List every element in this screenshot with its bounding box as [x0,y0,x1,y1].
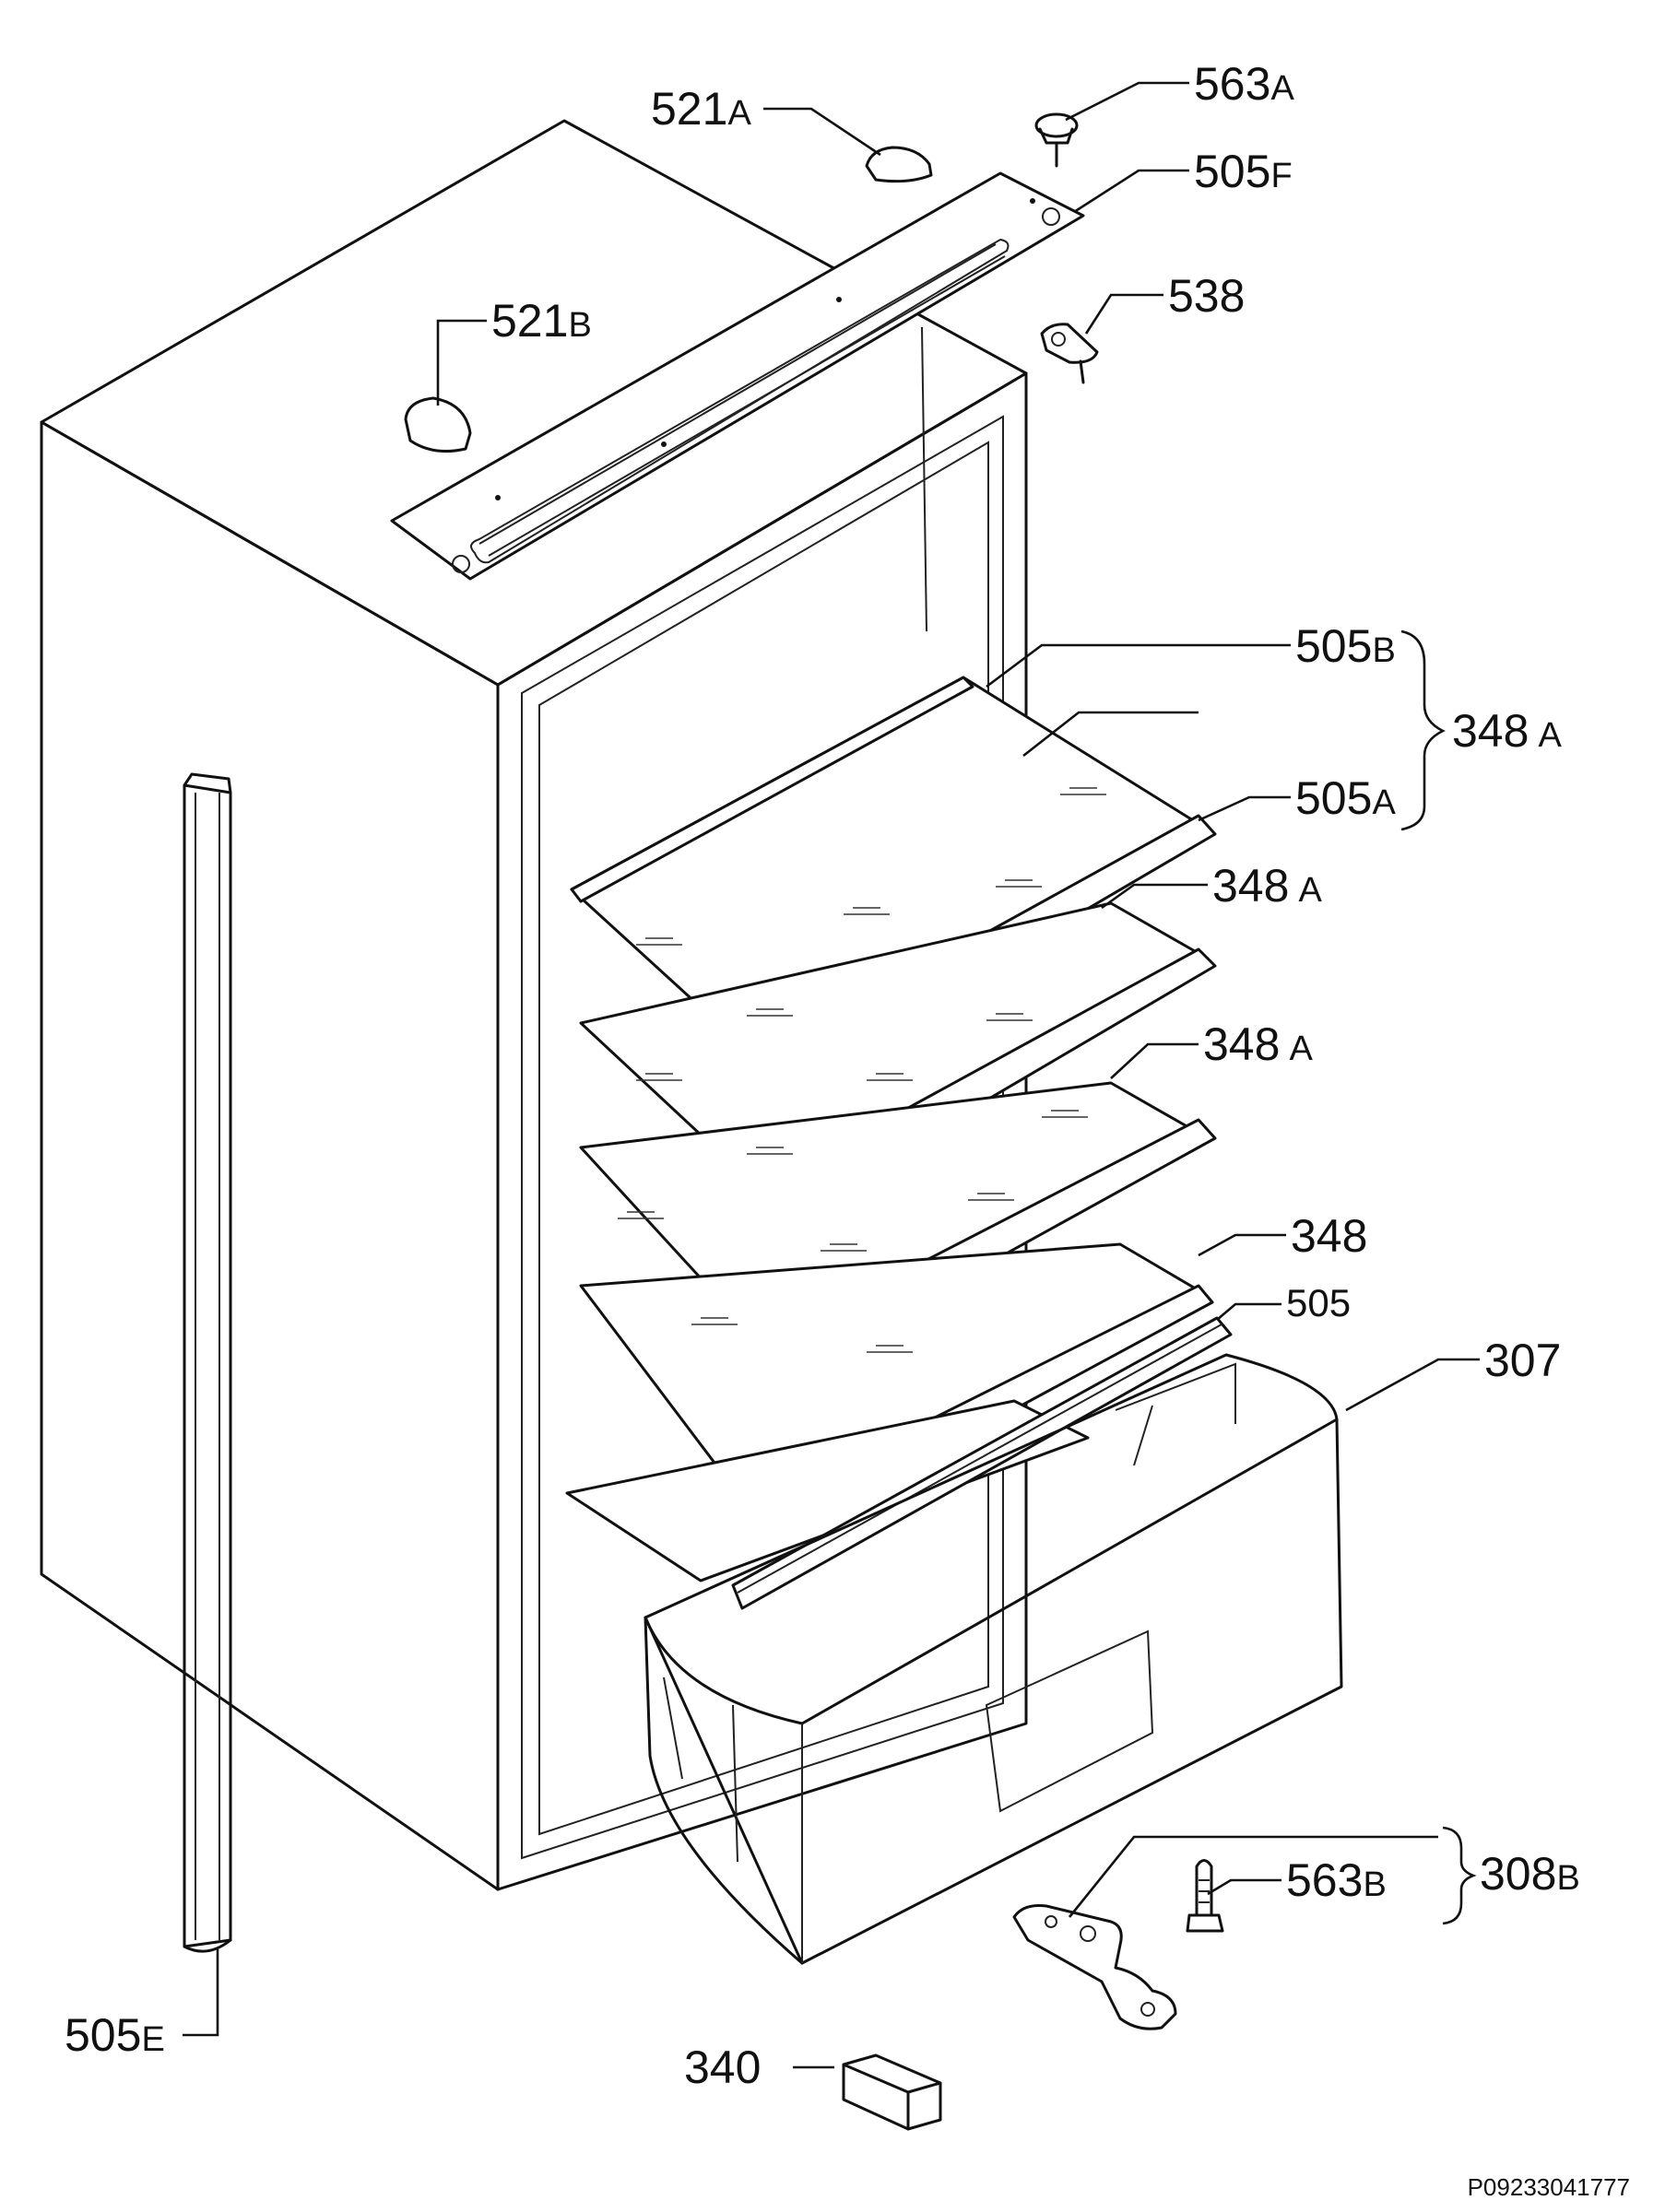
label-505: 505 [1286,1281,1351,1324]
crisper-drawer [644,1353,1343,1965]
label-348: 348 [1291,1210,1367,1262]
label-505e: 505E [65,2009,165,2061]
label-521b: 521B [491,295,592,347]
lower-hinge-bracket [1012,1904,1177,2030]
glass-etch-marks [618,787,1106,1353]
hinge-screw-563b [1186,1859,1224,1933]
label-340: 340 [684,2041,761,2093]
brace-348a [1400,629,1446,831]
label-308b: 308B [1480,1848,1580,1900]
glass-shelf-bottom [565,1399,1090,1583]
label-538: 538 [1168,270,1245,322]
door-seal-strip [183,772,232,1953]
label-505a: 505A [1295,772,1396,824]
top-hinge-strip [390,171,1085,581]
label-563a: 563A [1194,58,1294,110]
screw-563a [1034,112,1079,168]
label-505f: 505F [1194,146,1293,197]
brace-308b [1442,1826,1477,1925]
shelf-rail-505 [731,1316,1233,1610]
label-563b: 563B [1286,1854,1387,1906]
leader-lines [183,81,1480,2069]
cover-cap-521b [404,396,472,453]
label-307: 307 [1484,1335,1561,1386]
hinge-pin-538 [1040,323,1099,384]
label-521a: 521A [651,83,751,135]
drawing-code: P09233041777 [1468,2173,1630,2201]
label-505b: 505B [1295,620,1396,672]
clip-340 [842,2053,942,2131]
